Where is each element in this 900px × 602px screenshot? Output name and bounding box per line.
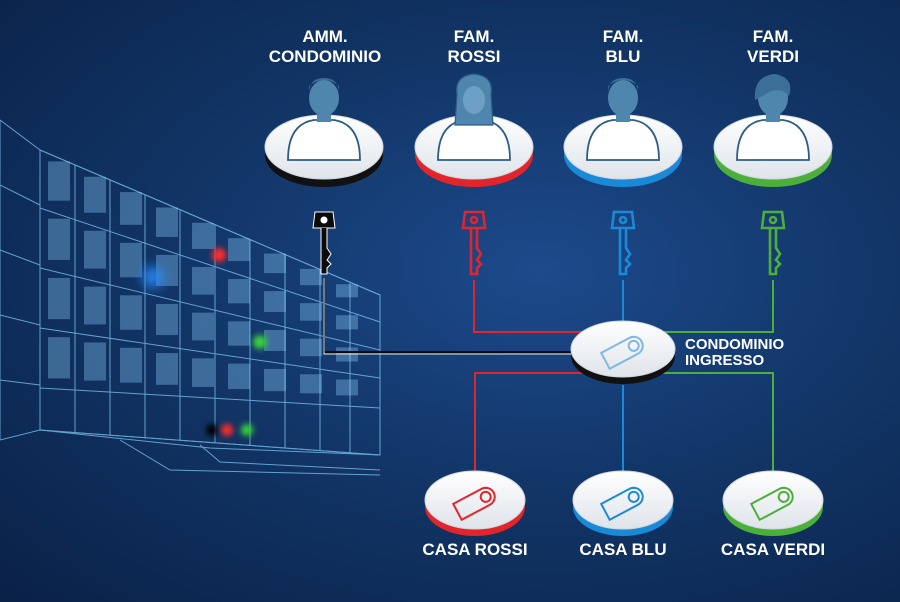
building-window xyxy=(120,242,142,278)
person-label-line2: CONDOMINIO xyxy=(268,47,382,66)
home-disc xyxy=(424,470,526,536)
building-window xyxy=(192,312,214,341)
building-windows xyxy=(48,161,358,396)
key-icon xyxy=(312,211,336,275)
building-window xyxy=(84,342,106,381)
building-icon xyxy=(0,119,381,476)
building-window xyxy=(228,363,250,390)
building-window xyxy=(228,321,250,346)
hub-label: CONDOMINIO INGRESSO xyxy=(685,337,835,369)
person-label-verdi: FAM. VERDI xyxy=(693,27,853,67)
person-disc xyxy=(414,73,534,187)
woman-short-hair-icon xyxy=(736,74,810,161)
building-window xyxy=(336,284,358,298)
man-icon xyxy=(287,78,361,161)
building-window xyxy=(192,358,214,387)
building-window xyxy=(336,379,358,396)
building-window xyxy=(264,368,286,392)
person-label-rossi: FAM. ROSSI xyxy=(394,27,554,67)
man-icon xyxy=(586,78,660,161)
lock-cylinder-icon xyxy=(599,486,644,522)
building-window xyxy=(48,337,70,379)
building-window xyxy=(300,374,322,394)
building-window xyxy=(228,279,250,304)
building-window xyxy=(84,230,106,269)
building-window xyxy=(48,161,70,201)
home-disc xyxy=(722,470,824,536)
person-label-line1: FAM. xyxy=(752,27,794,46)
building-window xyxy=(120,295,142,330)
connection-lines xyxy=(323,278,774,478)
lock-cylinder-icon xyxy=(749,486,794,522)
lock-cylinder-icon xyxy=(599,335,644,371)
key-icon xyxy=(610,210,636,276)
person-label-line1: AMM. xyxy=(302,27,348,46)
building-window xyxy=(300,268,322,286)
building-window xyxy=(156,303,178,336)
home-label-rossi: CASA ROSSI xyxy=(422,540,528,559)
home-label-verdi: CASA VERDI xyxy=(720,540,826,559)
person-disc xyxy=(713,74,833,187)
building-window xyxy=(48,277,70,320)
building-window xyxy=(300,338,322,357)
building-glow-dots xyxy=(143,248,267,436)
building-window xyxy=(264,330,286,351)
person-label-line1: FAM. xyxy=(602,27,644,46)
person-label-line2: VERDI xyxy=(747,47,799,66)
building-window xyxy=(300,303,322,321)
key-icon xyxy=(760,210,786,276)
building-window xyxy=(84,176,106,213)
hub-label-line1: CONDOMINIO xyxy=(685,336,785,353)
person-label-line2: ROSSI xyxy=(447,47,501,66)
person-label-line1: FAM. xyxy=(453,27,495,46)
building-window xyxy=(120,192,142,225)
key-icon xyxy=(461,210,487,276)
building-window xyxy=(192,266,214,295)
person-label-blu: FAM. BLU xyxy=(543,27,703,67)
building-window xyxy=(336,315,358,330)
building-window xyxy=(228,238,250,262)
building-window xyxy=(156,207,178,237)
home-label-blu: CASA BLU xyxy=(579,540,667,559)
person-label-line2: BLU xyxy=(605,47,641,66)
woman-long-hair-icon xyxy=(437,73,511,161)
building-window xyxy=(84,286,106,325)
building-window xyxy=(48,218,70,260)
building-window xyxy=(120,347,142,383)
person-disc xyxy=(264,78,384,187)
building-window xyxy=(264,291,286,313)
person-disc xyxy=(563,78,683,187)
hub-label-line2: INGRESSO xyxy=(685,352,765,369)
lock-cylinder-icon xyxy=(451,486,496,522)
person-label-admin: AMM. CONDOMINIO xyxy=(245,27,405,67)
home-disc xyxy=(572,470,674,536)
hub-cylinder-disc xyxy=(570,320,676,384)
building-window xyxy=(264,253,286,274)
building-window xyxy=(192,222,214,249)
building-window xyxy=(156,353,178,385)
